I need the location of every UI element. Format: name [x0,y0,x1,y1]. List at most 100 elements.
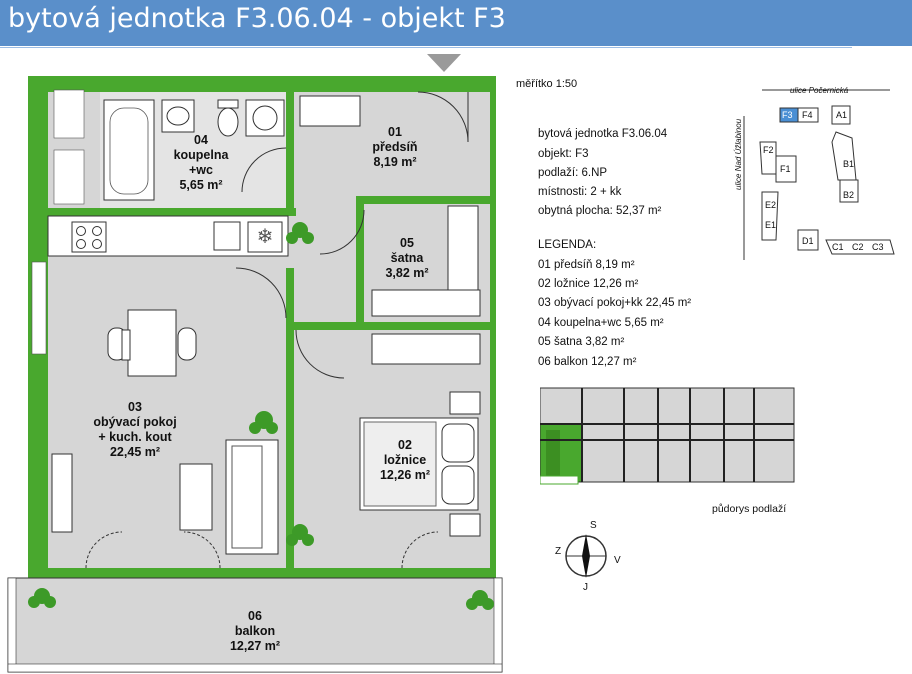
building-b2 [839,179,859,203]
building-label: B1 [843,159,855,169]
compass-north: S [590,520,597,531]
window [53,149,85,205]
toilet [217,107,239,137]
wardrobe-closet [371,289,481,317]
wall-hall [286,322,356,330]
info-unit: bytová jednotka F3.06.04 [538,128,668,140]
wall-living-right [286,268,294,568]
legend-item: 05 šatna 3,82 m² [538,336,625,348]
burner [76,239,86,249]
page-title: bytová jednotka F3.06.04 - objekt F3 [8,3,506,34]
toilet-tank [217,99,239,109]
kitchen-sink [213,221,241,251]
coffee-table [179,463,213,531]
building-f4 [797,107,819,123]
burner [76,226,86,236]
compass-south: J [583,582,588,593]
legend-item: 02 ložnice 12,26 m² [538,278,639,290]
floor-overview-caption: půdorys podlaží [712,503,787,515]
building-label: F3 [782,110,793,120]
apartment-room [546,430,560,476]
legend-title: LEGENDA: [538,239,597,251]
plant-icon [249,411,278,434]
burner [92,239,102,249]
entrance-door-swing [417,91,469,143]
info-area: obytná plocha: 52,37 m² [538,205,662,217]
washing-machine [245,99,285,137]
info-floor: podlaží: 6.NP [538,167,608,179]
balcony-door-swing [85,531,123,569]
room-label-02: 02 ložnice 12,26 m² [379,438,431,482]
plant-icon [286,524,314,546]
building-b1 [831,131,857,181]
washing-machine-drum [252,105,278,131]
building-c [825,239,895,255]
header-bar: bytová jednotka F3.06.04 - objekt F3 [0,0,912,46]
street-label-side: ulice Nad Úžlabinou [734,118,743,190]
chair [121,329,131,361]
site-plan [743,89,895,260]
building-label: E2 [765,200,777,210]
legend-item: 03 obývací pokoj+kk 22,45 m² [538,297,692,309]
hall-wardrobe [299,95,361,127]
bed-mattress [363,421,437,507]
building-label: F4 [802,110,813,120]
wall-balcony [48,568,494,576]
balcony-door-swing [183,531,221,569]
door-swing [295,329,345,379]
floor-plan: ❄ [7,54,503,673]
door-swing [319,209,365,255]
header-divider [0,47,852,48]
info-rooms: místnosti: 2 + kk [538,186,622,198]
door-swing [235,267,287,319]
sofa-seat [231,445,263,549]
balcony-door-swing [401,531,439,569]
cooktop [71,221,107,253]
plant-icon [286,222,314,244]
plant-icon [28,588,56,608]
building-label: F2 [763,145,774,155]
pillow [441,423,475,463]
compass-east: V [614,555,621,566]
building-label: D1 [802,236,814,246]
room-label-05: 05 šatna 3,82 m² [385,236,429,280]
compass-west: Z [555,546,562,557]
legend-item: 04 koupelna+wc 5,65 m² [538,317,664,329]
building-e2-e1 [761,191,779,241]
room-label-01: 01 předsíň 8,19 m² [372,125,418,169]
legend-item: 01 předsíň 8,19 m² [538,259,635,271]
legend-item: 06 balkon 12,27 m² [538,356,637,368]
burner [92,226,102,236]
building-label: F1 [780,164,791,174]
nightstand [449,391,481,415]
pillow [441,465,475,505]
balcony [7,577,503,673]
wall-wardrobe-bottom [356,322,496,330]
balcony-outline [540,475,579,485]
building-d1 [797,229,819,251]
entrance-arrow-icon [427,54,461,72]
wall-bathroom-right [286,90,294,208]
window [53,89,85,139]
floor-overview-plan [540,387,795,485]
tv-cabinet [51,453,73,533]
nightstand [449,513,481,537]
building-f1 [775,155,797,183]
building-a1 [831,105,851,125]
info-object: objekt: F3 [538,148,589,160]
wall-wardrobe-top [356,196,496,204]
building-label: E1 [765,220,777,230]
building-label: C1 [832,242,844,252]
fridge [247,221,283,253]
dining-table [127,309,177,377]
balcony-rail [7,663,503,673]
wall-bathroom-bottom [48,208,296,216]
balcony-rail [7,577,17,673]
street-label-top: ulice Počernická [790,86,849,95]
floor-partitions [540,388,794,482]
window [31,261,47,355]
building-label: C3 [872,242,884,252]
scale-label: měřítko 1:50 [516,78,578,90]
building-label: B2 [843,190,855,200]
room-label-04: 04 koupelna +wc 5,65 m² [173,133,229,192]
